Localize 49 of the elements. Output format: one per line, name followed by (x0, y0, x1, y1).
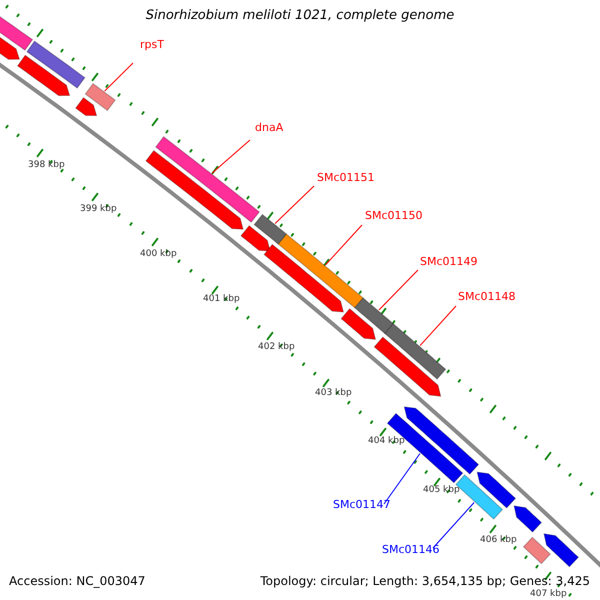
genome-summary-text: Topology: circular; Length: 3,654,135 bp; Genes: 3,425 (260, 574, 590, 588)
gene-bar (278, 233, 364, 308)
gene-label: SMc01150 (365, 209, 423, 222)
gene-bar (26, 40, 86, 89)
gene-feature (340, 308, 376, 340)
scale-label: 407 kbp (530, 589, 567, 600)
gene-bar (84, 82, 116, 112)
gene-label: SMc01151 (317, 171, 375, 184)
gene-bar (386, 412, 464, 484)
gene-label: rpsT (140, 38, 164, 52)
scale-label: 400 kbp (140, 249, 177, 260)
gene-label: SMc01149 (420, 255, 478, 268)
leader-line (432, 502, 475, 548)
scale-label: 398 kbp (28, 160, 65, 171)
scale-label: 402 kbp (258, 342, 295, 353)
scale-label: 401 kbp (203, 294, 240, 305)
leader-line (104, 62, 134, 92)
gene-bar (155, 136, 260, 223)
scale-label: 406 kbp (480, 535, 517, 546)
leader-line (420, 306, 456, 346)
gene-label: SMc01146 (382, 543, 440, 556)
gene-label: SMc01147 (333, 498, 391, 512)
scale-label: 405 kbp (423, 485, 460, 496)
leader-line (325, 224, 362, 266)
gene-bar (384, 323, 446, 380)
gene-feature (240, 225, 271, 252)
leader-line (212, 140, 250, 174)
scale-label: 404 kbp (368, 436, 405, 447)
gene-label: dnaA (255, 121, 284, 134)
leader-line (378, 270, 418, 310)
gene-feature (16, 54, 70, 96)
gene-bar (522, 536, 551, 564)
gene-feature (404, 406, 480, 475)
scale-label: 403 kbp (315, 388, 352, 399)
gene-bar (354, 297, 394, 334)
leader-line (384, 453, 420, 504)
gene-bar (254, 214, 288, 245)
gene-feature (543, 533, 580, 568)
gene-label: SMc01148 (458, 290, 516, 304)
scale-label: 399 kbp (80, 204, 117, 215)
gene-feature (513, 505, 542, 533)
gene-feature (374, 336, 442, 397)
gene-feature (476, 472, 516, 509)
accession-text: Accession: NC_003047 (9, 574, 146, 588)
gene-feature (263, 244, 344, 313)
gene-feature (74, 97, 98, 116)
title: Sinorhizobium meliloti 1021, complete genome (144, 8, 456, 24)
leader-line (274, 186, 314, 224)
gene-feature (145, 150, 244, 230)
